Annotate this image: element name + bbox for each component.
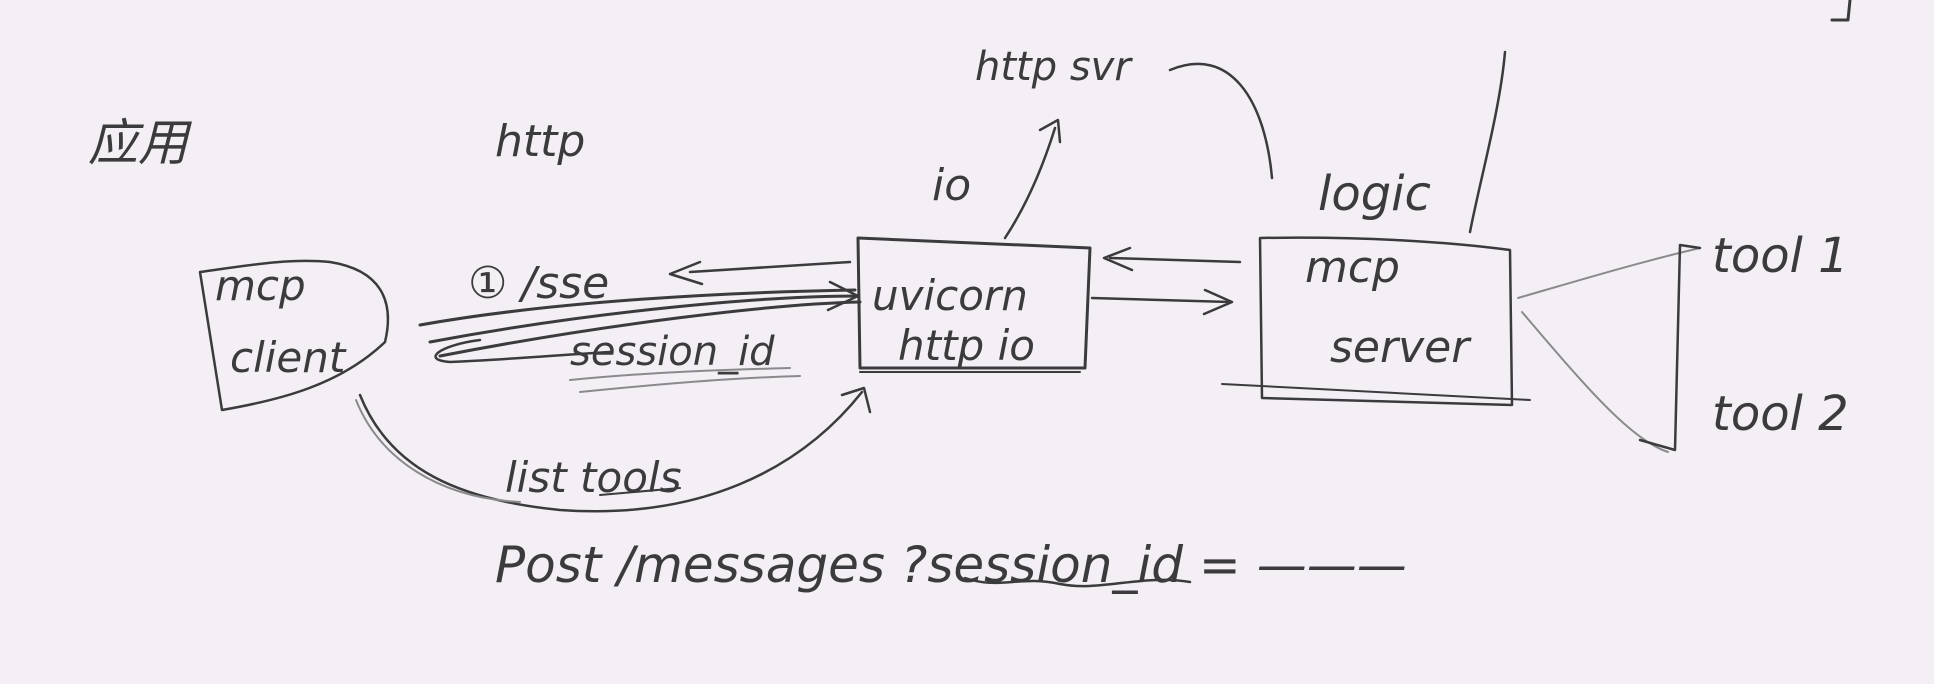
server-forward-line (1090, 296, 1232, 304)
label-io: io (932, 160, 971, 211)
label-list-tools: list tools (505, 453, 681, 502)
corner-mark (1830, 0, 1852, 22)
node-uvicorn-line2: http io (898, 321, 1035, 370)
node-mcp-server: mcp server (1221, 236, 1531, 407)
sse-stream-3 (438, 300, 862, 358)
server-return-arrowhead (1102, 246, 1134, 272)
session-underline (569, 367, 791, 381)
node-mcp-client: mcp client (198, 259, 390, 412)
sse-return-line (688, 260, 852, 274)
node-uvicorn-line1: uvicorn (872, 271, 1028, 320)
node-mcp-server-line1: mcp (1305, 242, 1400, 293)
sse-return-arrowhead (668, 260, 704, 286)
session-underline-2 (579, 375, 801, 393)
list-tools-strike (599, 487, 681, 496)
session-id-squiggle (963, 576, 1192, 588)
label-logic: logic (1318, 166, 1431, 222)
node-mcp-client-line2: client (230, 333, 347, 382)
sse-stream-1 (418, 288, 857, 327)
label-session-id: session_id (570, 329, 775, 375)
session-loop (434, 338, 612, 364)
label-app: 应用 (88, 114, 192, 172)
server-return-line (1108, 256, 1242, 264)
tool-1: tool 1 (1712, 228, 1849, 284)
sse-stream-2 (428, 294, 860, 344)
label-http: http (495, 116, 585, 167)
tool-2: tool 2 (1712, 386, 1849, 442)
line-server-to-tool1 (1517, 247, 1701, 299)
divider-line (1468, 50, 1507, 234)
server-forward-arrowhead (1202, 288, 1234, 316)
node-mcp-client-line1: mcp (215, 261, 306, 310)
node-mcp-server-line2: server (1330, 322, 1472, 373)
tools-bracket (1638, 243, 1702, 452)
node-uvicorn: uvicorn http io (856, 236, 1092, 373)
arrow-httpsvr-to-logic (1168, 62, 1274, 180)
list-tools-arc-shadow (355, 399, 521, 503)
arrow-list-tools (358, 390, 864, 513)
label-post-messages: Post /messages ?session_id = ——— (495, 536, 1407, 594)
arrowhead-up (1038, 118, 1062, 144)
label-sse: ① /sse (468, 258, 609, 309)
arrow-uvicorn-to-httpsvr (1003, 126, 1057, 240)
list-tools-arrowhead (840, 386, 872, 414)
line-server-to-tool2 (1521, 311, 1669, 453)
label-http-server: http svr (975, 44, 1133, 90)
